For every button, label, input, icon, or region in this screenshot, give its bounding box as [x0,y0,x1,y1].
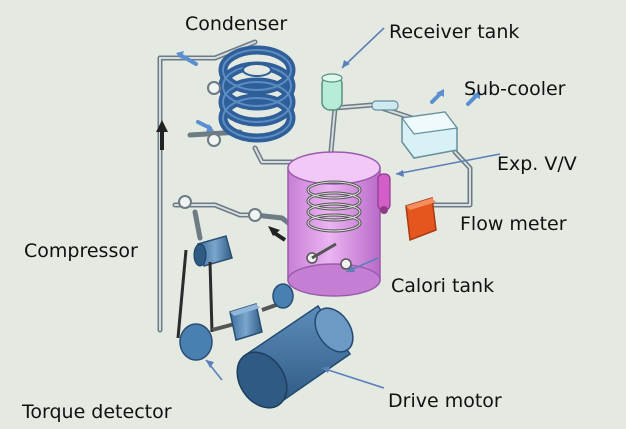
receiver-tank [322,74,342,110]
torque-detector [230,304,262,340]
label-drive-motor: Drive motor [388,390,502,412]
label-flow-meter: Flow meter [460,213,567,235]
label-condenser: Condenser [185,13,287,35]
label-exp-valve: Exp. V/V [497,153,577,175]
label-torque-detector: Torque detector [21,401,172,423]
label-receiver-tank: Receiver tank [389,21,519,43]
drive-motor [227,284,361,417]
flow-meter [406,198,436,240]
label-calori-tank: Calori tank [391,275,494,297]
calori-tank [288,152,380,296]
label-sub-cooler: Sub-cooler [464,78,566,100]
expansion-valve [378,174,390,214]
sub-cooler [372,101,457,158]
label-compressor: Compressor [24,240,138,262]
